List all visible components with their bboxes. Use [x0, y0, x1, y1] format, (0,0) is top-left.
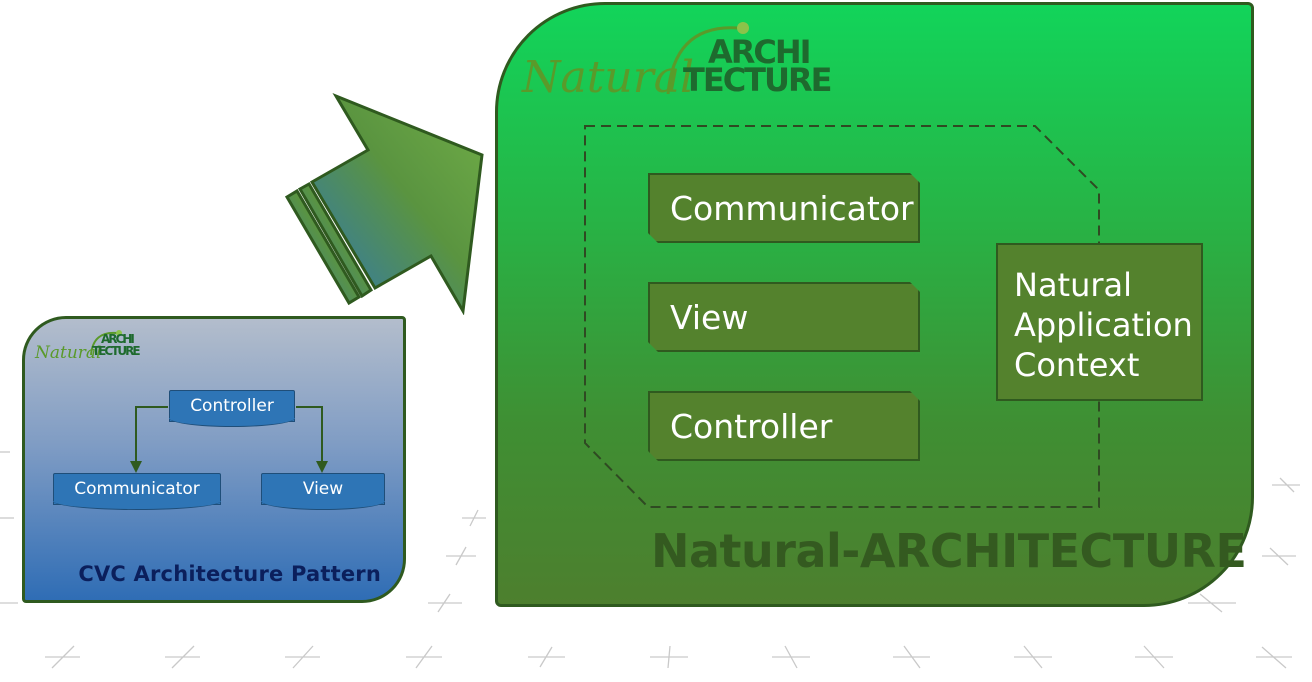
natural-logo-archi: ARCHI — [708, 33, 812, 71]
context-line-1: Natural — [1014, 266, 1133, 304]
natural-logo-swoosh-icon — [666, 22, 749, 95]
natural-logo-script: Natural — [522, 52, 695, 103]
cvc-controller-label: Controller — [190, 396, 274, 416]
cvc-logo-swoosh-icon — [90, 330, 122, 356]
communicator-label: Communicator — [670, 188, 914, 228]
context-line-3: Context — [1014, 346, 1140, 384]
cvc-connectors — [130, 406, 328, 473]
cvc-communicator-box: Communicator — [53, 473, 221, 510]
controller-box: Controller — [648, 391, 920, 461]
cvc-view-box: View — [261, 473, 385, 510]
cvc-logo-script: Natural — [35, 343, 102, 363]
view-box: View — [648, 282, 920, 352]
cvc-controller-box: Controller — [169, 390, 295, 427]
cvc-communicator-label: Communicator — [74, 479, 200, 499]
cvc-logo-tecture: TECTURE — [92, 344, 141, 358]
context-line-2: Application — [1014, 306, 1193, 344]
natural-architecture-title: Natural-ARCHITECTURE — [651, 524, 1247, 578]
view-label: View — [670, 297, 749, 337]
transition-arrow — [284, 92, 484, 315]
natural-application-context-box: Natural Application Context — [996, 243, 1203, 401]
cvc-logo-archi: ARCHI — [101, 332, 135, 346]
arrow-stripe-2 — [297, 181, 374, 299]
cvc-title: CVC Architecture Pattern — [78, 562, 381, 586]
arrow-stripe-1 — [284, 188, 362, 306]
communicator-box: Communicator — [648, 173, 920, 243]
cvc-view-label: View — [302, 479, 344, 499]
cvc-panel: Natural ARCHI TECTURE Controller Communi… — [22, 316, 406, 603]
natural-logo-tecture: TECTURE — [683, 61, 832, 99]
arrow-body — [309, 92, 484, 315]
controller-label: Controller — [670, 406, 833, 446]
